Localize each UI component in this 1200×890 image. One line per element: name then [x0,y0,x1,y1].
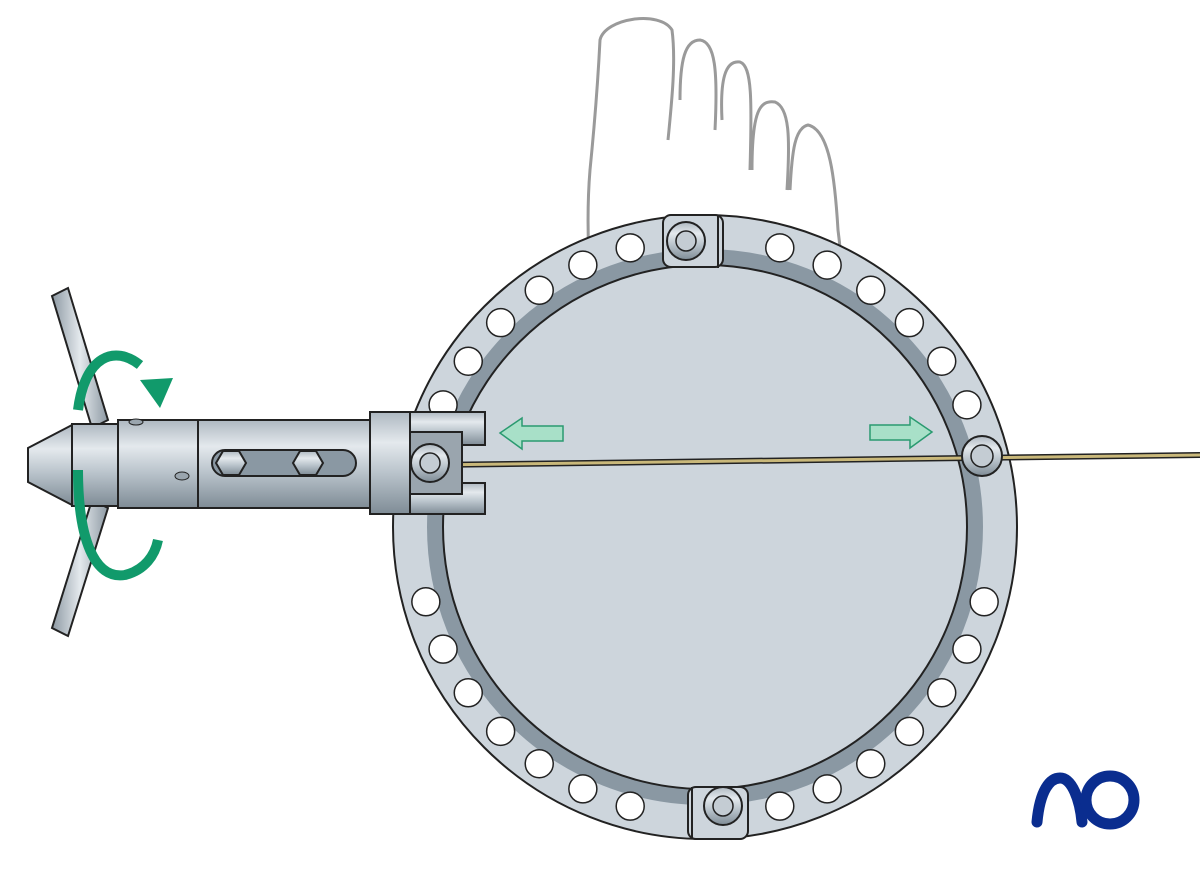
ring-hole [765,791,795,821]
ring-hole [812,774,842,804]
ring-hole [856,275,886,306]
wire-tensioner[interactable] [27,286,486,638]
ring-hole [952,634,982,664]
external-fixator-ring [392,214,1018,840]
ring-hole [615,233,645,263]
ring-hole [894,307,925,338]
ring-hole [568,250,598,280]
arrow-left-icon [498,416,564,451]
ring-hole [485,716,516,747]
ring-hole [453,346,484,376]
ring-hole [926,346,957,376]
ring-hole [411,587,441,617]
ring-hole [524,748,554,779]
ring-connection-bottom [687,786,749,840]
ring-hole [524,275,554,306]
ring-hole [453,678,484,708]
ring-hole [952,390,982,420]
ring-hole [615,791,645,821]
arrow-right-icon [869,415,934,450]
ring-hole [894,716,925,747]
ring-hole [428,634,458,664]
ao-logo [1031,770,1140,830]
ring-hole [856,748,886,779]
ring-connection-top [662,214,724,268]
ring-hole [485,307,516,338]
ring-hole [926,678,957,708]
ring-hole [765,233,795,263]
ring-hole [969,587,999,617]
ring-hole [812,250,842,280]
rotation-arrow-icon [73,350,173,581]
wire-fixation-bolt [961,435,1003,477]
ring-hole [568,774,598,804]
